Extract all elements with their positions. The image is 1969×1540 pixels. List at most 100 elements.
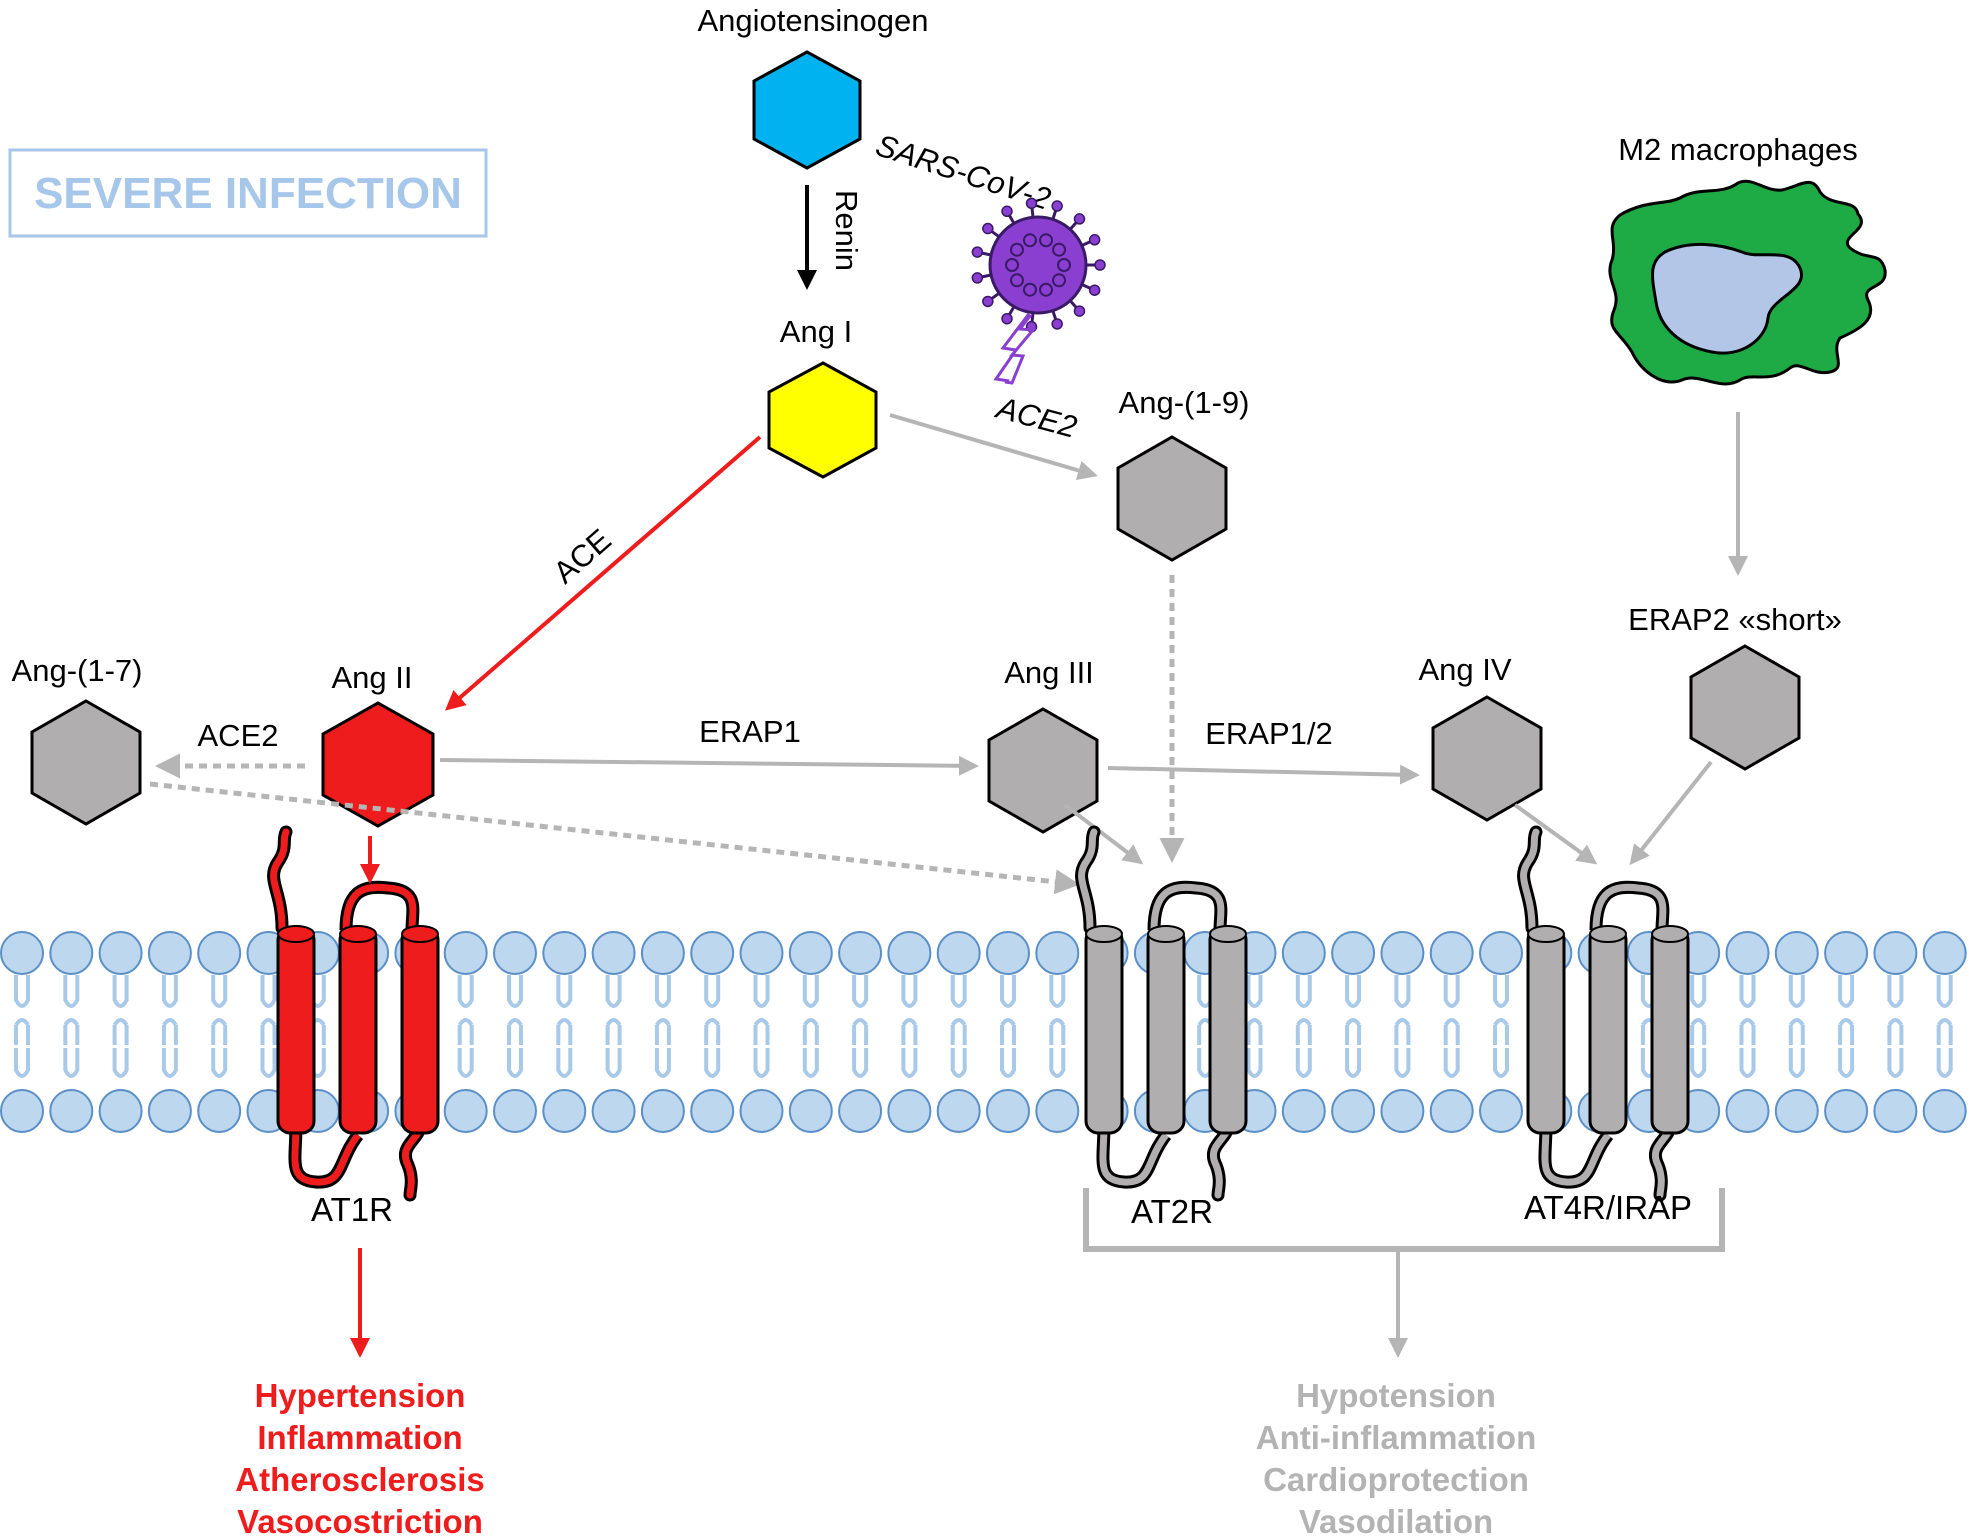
- lipid-tail: [753, 1018, 770, 1045]
- erap2-short-hexagon: [1689, 644, 1801, 771]
- ang3-label: Ang III: [1004, 655, 1094, 690]
- erap2-to-at4r-arrow: [1629, 760, 1713, 866]
- lipid-tail: [556, 1048, 573, 1078]
- effect-hypotension: Hypotension: [1296, 1377, 1496, 1414]
- angiotensinogen-label: Angiotensinogen: [698, 3, 929, 38]
- severe-infection-box: SEVERE INFECTION: [8, 148, 488, 238]
- lipid-head: [542, 931, 587, 975]
- lipid-tail: [161, 1048, 178, 1078]
- lipid-tail: [260, 1018, 277, 1045]
- lipid-tail: [1936, 1018, 1953, 1045]
- helix-cap: [1085, 925, 1123, 943]
- virus-texture: [1039, 233, 1054, 248]
- lipid-tail: [1838, 975, 1855, 1008]
- transmembrane-helix: [1084, 926, 1124, 1135]
- lipid-head: [887, 1089, 932, 1133]
- lipid-tail: [1936, 1048, 1953, 1078]
- lipid-head: [936, 931, 981, 975]
- lipid-head: [147, 931, 192, 975]
- at4r-irap-receptor: [1517, 825, 1690, 1202]
- lipid-tail: [802, 1018, 819, 1045]
- lipid-tail: [1887, 1018, 1904, 1045]
- transmembrane-helix: [276, 926, 316, 1135]
- effect-atherosclerosis: Atherosclerosis: [235, 1461, 484, 1498]
- receptor-bracket: [1083, 1188, 1725, 1252]
- ace-arrow: [444, 435, 762, 711]
- lipid-tail: [1838, 1018, 1855, 1045]
- ang1-7-to-at2r-arrow: [149, 781, 1080, 895]
- lipid-tail: [161, 1018, 178, 1045]
- ang3-hexagon: [987, 707, 1099, 834]
- severe-infection-label: SEVERE INFECTION: [34, 169, 462, 218]
- lipid-head: [788, 931, 833, 975]
- lipid-head: [640, 931, 685, 975]
- ang3-to-at2r-arrow: [1063, 803, 1144, 865]
- macrophage-cell-icon: [1608, 179, 1887, 386]
- lipid-head: [591, 931, 636, 975]
- lipid-tail: [112, 975, 129, 1008]
- lipid-tail: [14, 1018, 30, 1045]
- lipid-tail: [1345, 975, 1362, 1008]
- receptor-extracellular-loop-fill: [342, 883, 417, 931]
- renin-label: Renin: [829, 190, 864, 271]
- spike-tip: [1001, 312, 1013, 325]
- lipid-head: [1725, 1089, 1770, 1133]
- lipid-tail: [753, 1048, 770, 1078]
- lipid-tail: [901, 1048, 918, 1078]
- lipid-head: [838, 1089, 883, 1133]
- lipid-tail: [704, 1018, 721, 1045]
- lipid-tail: [950, 1048, 967, 1078]
- erap12-arrow: [1107, 764, 1420, 785]
- lipid-head: [936, 1089, 981, 1133]
- lipid-head: [197, 931, 242, 975]
- lipid-tail: [1443, 975, 1460, 1008]
- ang1-9-hexagon: [1116, 435, 1228, 562]
- lipid-tail: [1394, 975, 1411, 1008]
- helix-cap: [1589, 925, 1627, 943]
- ang2-label: Ang II: [332, 660, 413, 695]
- helix-cap: [339, 925, 377, 943]
- ang1-9-label: Ang-(1-9): [1119, 385, 1250, 420]
- ace2-left-label: ACE2: [198, 718, 279, 753]
- lipid-tail: [1690, 1048, 1707, 1078]
- lipid-tail: [1690, 975, 1707, 1008]
- spike-tip: [1073, 305, 1086, 317]
- lipid-tail: [1295, 1048, 1312, 1078]
- lipid-tail: [1000, 975, 1016, 1008]
- erap2-short-label: ERAP2 «short»: [1628, 602, 1842, 637]
- lipid-tail: [507, 1018, 523, 1045]
- receptor-c-terminus-fill: [1652, 1121, 1674, 1199]
- lipid-tail: [1295, 1018, 1312, 1045]
- spike-tip: [1088, 234, 1101, 246]
- lipid-tail: [654, 975, 671, 1008]
- virus-texture: [1022, 282, 1037, 297]
- lipid-head: [1922, 1089, 1967, 1133]
- lipid-tail: [1838, 1048, 1855, 1078]
- helix-cap: [1527, 925, 1565, 943]
- spike-tip: [1051, 200, 1063, 212]
- lipid-tail: [260, 1048, 277, 1078]
- ang1-7-label: Ang-(1-7): [12, 653, 143, 688]
- lipid-head: [739, 1089, 784, 1133]
- lipid-tail: [1345, 1048, 1362, 1078]
- transmembrane-helix: [1526, 926, 1566, 1135]
- lipid-tail: [1000, 1018, 1016, 1045]
- lipid-head: [49, 1089, 94, 1133]
- lipid-head: [1281, 931, 1326, 975]
- at2r-at4r-effects-list: Hypotension Anti-inflammation Cardioprot…: [1256, 1377, 1536, 1540]
- ang4-to-at4r-arrow: [1513, 803, 1598, 865]
- lipid-tail: [852, 1018, 869, 1045]
- virus-texture: [1057, 258, 1071, 272]
- at1r-receptor: [267, 825, 440, 1202]
- receptor-extracellular-loop-fill: [1592, 883, 1667, 931]
- lipid-tail: [654, 1048, 671, 1078]
- helix-cap: [401, 925, 439, 943]
- erap1-label: ERAP1: [699, 714, 801, 749]
- virus-texture: [1052, 242, 1067, 257]
- spike-tip: [982, 222, 994, 235]
- transmembrane-helix: [400, 926, 440, 1135]
- lipid-tail: [950, 1018, 967, 1045]
- spike-tip: [1001, 205, 1013, 218]
- lipid-head: [542, 1089, 587, 1133]
- lipid-tail: [1345, 1018, 1362, 1045]
